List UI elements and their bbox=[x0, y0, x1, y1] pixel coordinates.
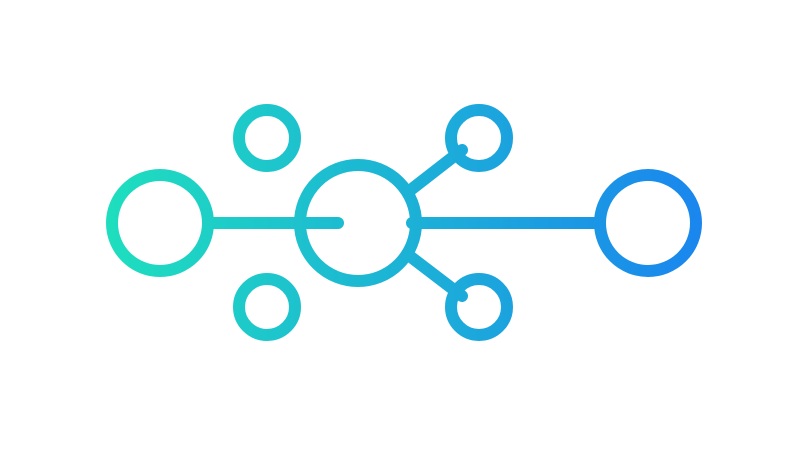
top-right-small-node bbox=[445, 104, 513, 172]
center-hub-circle bbox=[294, 159, 422, 287]
right-node-circle bbox=[594, 169, 702, 277]
bottom-left-small-node bbox=[233, 273, 301, 341]
left-node-circle bbox=[106, 169, 214, 277]
bottom-right-small-node bbox=[445, 273, 513, 341]
top-left-small-node bbox=[233, 104, 301, 172]
